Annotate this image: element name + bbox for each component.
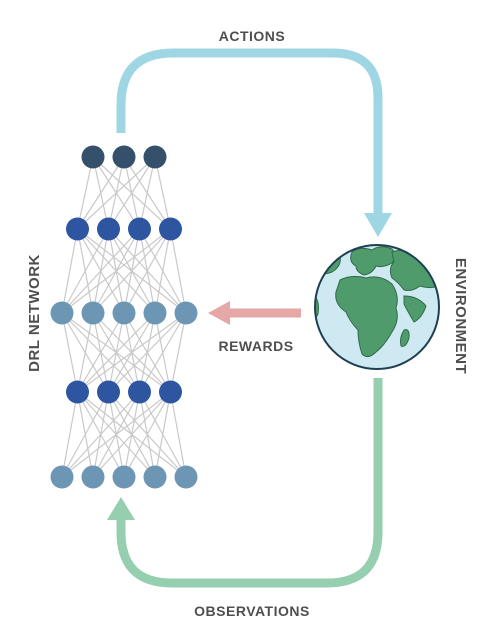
network-edge	[154, 156, 172, 230]
network-edge	[169, 391, 187, 478]
network-node-layer-5	[81, 465, 105, 489]
network-edge	[77, 312, 156, 393]
network-edge	[92, 228, 171, 314]
network-node-layer-3	[81, 301, 105, 325]
network-node-layer-5	[112, 465, 136, 489]
actions-label: ACTIONS	[219, 28, 286, 44]
network-node-layer-1	[81, 145, 105, 169]
network-edge	[154, 228, 172, 314]
network-edge	[108, 312, 187, 393]
network-edge	[76, 156, 94, 230]
environment-globe-icon	[314, 244, 440, 370]
observations-label: OBSERVATIONS	[194, 603, 310, 619]
network-edge	[61, 228, 110, 314]
network-node-layer-2	[66, 217, 89, 241]
network-node-layer-3	[174, 301, 198, 325]
network-node-layer-2	[97, 217, 120, 241]
network-node-layer-5	[50, 465, 74, 489]
drl-network-label: DRL NETWORK	[26, 254, 43, 372]
network-node-layer-4	[128, 380, 151, 404]
network-edge	[138, 156, 156, 230]
network-node-layer-3	[50, 301, 74, 325]
network-node-layer-5	[174, 465, 198, 489]
network-node-layer-4	[159, 380, 182, 404]
network-edge	[61, 228, 171, 314]
network-edge	[76, 156, 125, 230]
network-edge	[169, 228, 187, 314]
network-edge	[76, 312, 125, 393]
network-edge	[77, 312, 187, 393]
network-edge	[123, 391, 172, 478]
network-edge	[61, 228, 79, 314]
network-edge	[76, 312, 94, 393]
network-edge	[107, 156, 156, 230]
network-node-layer-3	[112, 301, 136, 325]
network-edges	[61, 156, 187, 478]
network-edge	[61, 391, 171, 478]
network-node-layer-2	[159, 217, 182, 241]
network-edge	[61, 391, 140, 478]
rewards-arrow	[208, 301, 301, 325]
network-node-layer-3	[143, 301, 167, 325]
network-edge	[61, 312, 79, 393]
network-edge	[154, 391, 172, 478]
network-edge	[61, 391, 110, 478]
network-node-layer-2	[128, 217, 151, 241]
drl-network	[50, 145, 198, 489]
network-nodes	[50, 145, 198, 489]
observations-arrow	[107, 378, 383, 588]
network-node-layer-1	[112, 145, 136, 169]
network-edge	[61, 391, 79, 478]
network-edge	[61, 228, 140, 314]
network-edge	[77, 156, 156, 230]
network-edge	[169, 312, 187, 393]
actions-arrow	[116, 48, 392, 237]
network-edge	[92, 391, 171, 478]
network-edge	[123, 228, 172, 314]
network-node-layer-4	[97, 380, 120, 404]
network-node-layer-5	[143, 465, 167, 489]
network-node-layer-4	[66, 380, 89, 404]
rewards-label: REWARDS	[218, 338, 293, 354]
network-edge	[138, 312, 187, 393]
network-node-layer-1	[143, 145, 167, 169]
environment-label: ENVIRONMENT	[452, 258, 469, 374]
